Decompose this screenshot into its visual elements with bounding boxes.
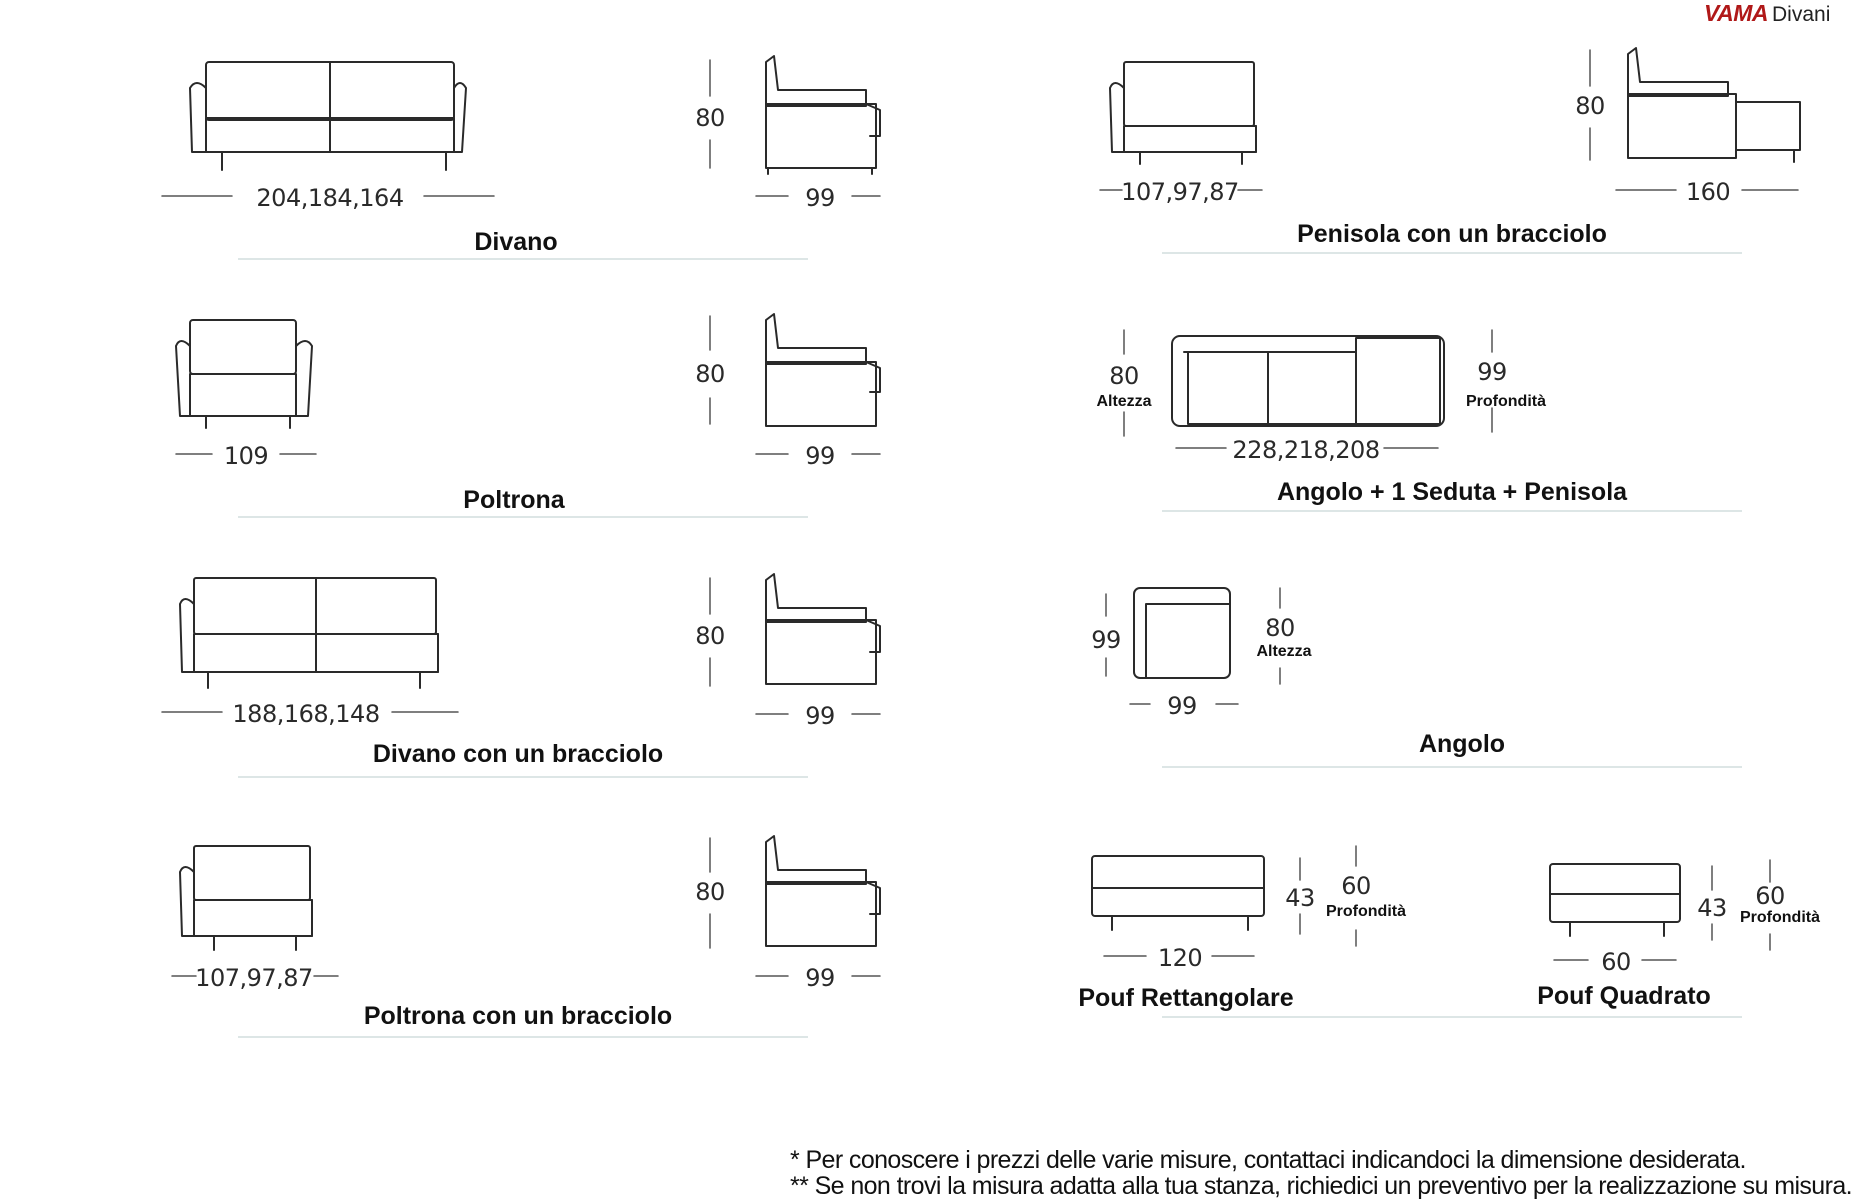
divano-side-drawing (765, 55, 881, 175)
footnote-custom: ** Se non trovi la misura adatta alla tu… (790, 1172, 1853, 1200)
divider (238, 258, 808, 260)
pouf-rett-height: 43 (1285, 884, 1315, 912)
divano-bracciolo-width: 188,168,148 (232, 700, 380, 728)
pouf-quadrato-drawing (1549, 863, 1681, 937)
divano-bracciolo-side-drawing (765, 573, 881, 685)
divano-width: 204,184,164 (256, 184, 404, 212)
poltrona-width: 109 (223, 442, 269, 470)
pouf-quad-height: 43 (1697, 894, 1727, 922)
angolo-seduta-height: 80 (1109, 362, 1139, 390)
divano-height: 80 (695, 104, 725, 132)
poltrona-front-drawing (175, 319, 313, 429)
angolo-height: 80 (1265, 614, 1295, 642)
caption-pouf-quadrato: Pouf Quadrato (1537, 982, 1711, 1010)
poltrona-height: 80 (695, 360, 725, 388)
penisola-height: 80 (1575, 92, 1605, 120)
divider (238, 1036, 808, 1038)
divider (1162, 252, 1742, 254)
pouf-rett-depth: 60 (1341, 872, 1371, 900)
caption-divano: Divano (474, 228, 558, 256)
penisola-width: 107,97,87 (1121, 178, 1239, 206)
angolo-top-drawing (1133, 587, 1231, 679)
caption-divano-bracciolo: Divano con un bracciolo (372, 740, 664, 768)
poltrona-depth: 99 (805, 442, 835, 470)
divano-bracciolo-height: 80 (695, 622, 725, 650)
divider (1162, 510, 1742, 512)
penisola-front-drawing (1109, 61, 1257, 165)
caption-pouf-rettangolare: Pouf Rettangolare (1078, 984, 1294, 1012)
poltrona-bracciolo-side-drawing (765, 835, 881, 947)
divano-bracciolo-front-drawing (179, 577, 439, 689)
footnote-prices: * Per conoscere i prezzi delle varie mis… (790, 1146, 1746, 1174)
caption-poltrona: Poltrona (463, 486, 565, 514)
poltrona-bracciolo-height: 80 (695, 878, 725, 906)
divider (238, 516, 808, 518)
penisola-side-drawing (1627, 47, 1801, 163)
caption-penisola: Penisola con un bracciolo (1297, 220, 1607, 248)
angolo-height-label: Altezza (1256, 643, 1312, 660)
pouf-rettangolare-drawing (1091, 855, 1265, 931)
poltrona-bracciolo-width: 107,97,87 (195, 964, 313, 992)
pouf-quad-depth: 60 (1755, 882, 1785, 910)
divano-bracciolo-depth: 99 (805, 702, 835, 730)
angolo-seduta-penisola-top-drawing (1171, 335, 1445, 427)
caption-angolo-seduta-penisola: Angolo + 1 Seduta + Penisola (1276, 478, 1628, 506)
poltrona-bracciolo-front-drawing (179, 845, 313, 951)
pouf-quad-width: 60 (1601, 948, 1631, 976)
divider (1162, 1016, 1742, 1018)
angolo-seduta-depth: 99 (1477, 358, 1507, 386)
angolo-seduta-width: 228,218,208 (1232, 436, 1380, 464)
penisola-depth: 160 (1685, 178, 1731, 206)
angolo-width: 99 (1167, 692, 1197, 720)
pouf-rett-width: 120 (1157, 944, 1203, 972)
brand-suffix: Divani (1772, 3, 1831, 26)
angolo-side: 99 (1091, 626, 1121, 654)
divider (238, 776, 808, 778)
divider (1162, 766, 1742, 768)
pouf-quad-depth-label: Profondità (1740, 909, 1820, 926)
brand-name: VAMA (1704, 0, 1769, 26)
poltrona-side-drawing (765, 313, 881, 427)
pouf-rett-depth-label: Profondità (1326, 903, 1406, 920)
angolo-seduta-depth-label: Profondità (1466, 393, 1546, 410)
divano-depth: 99 (805, 184, 835, 212)
divano-front-drawing (189, 61, 467, 171)
caption-angolo: Angolo (1418, 730, 1506, 758)
caption-poltrona-bracciolo: Poltrona con un bracciolo (363, 1002, 673, 1030)
poltrona-bracciolo-depth: 99 (805, 964, 835, 992)
angolo-seduta-height-label: Altezza (1096, 393, 1152, 410)
